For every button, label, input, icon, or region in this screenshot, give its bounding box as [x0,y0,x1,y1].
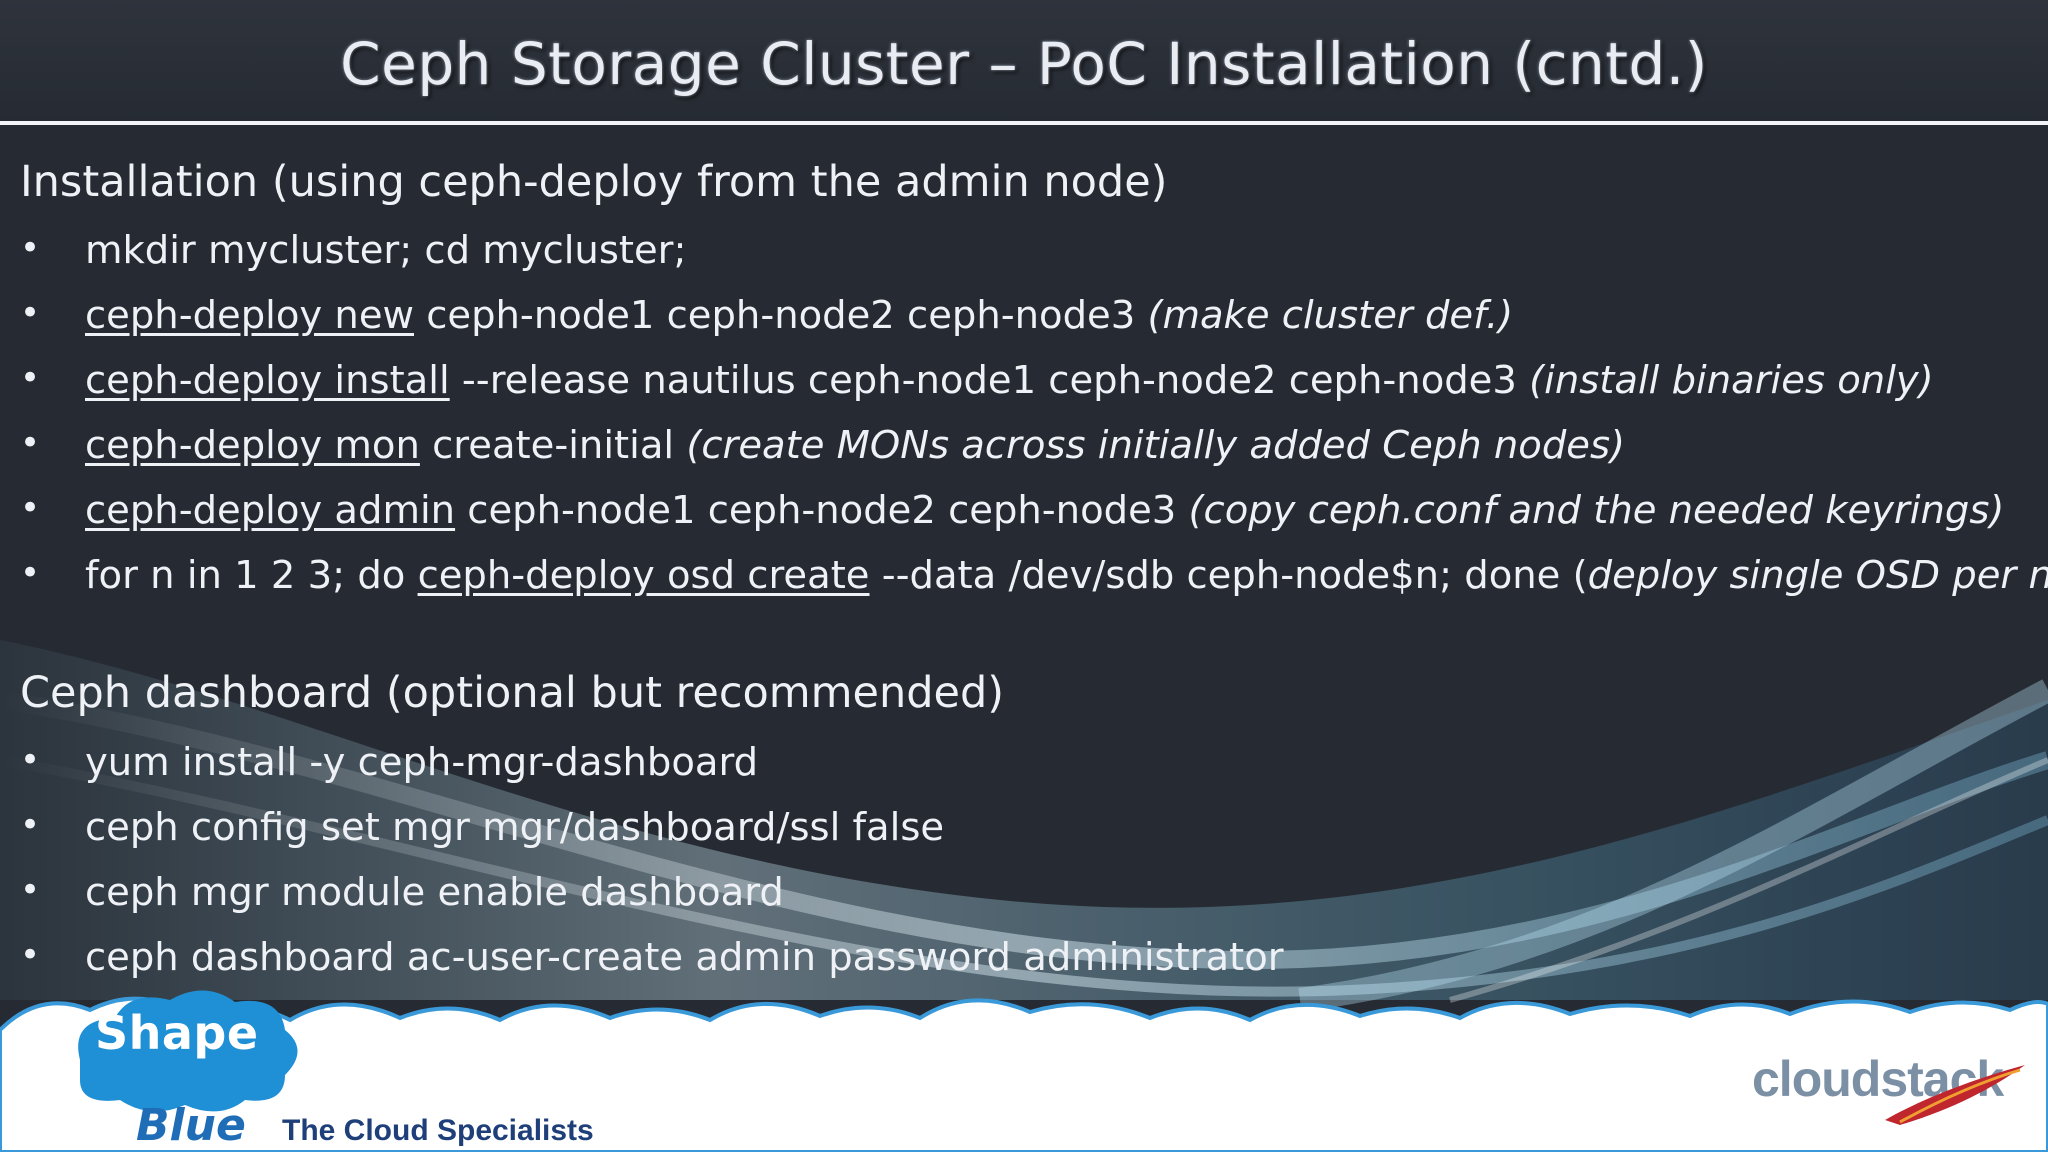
bullet-text: ceph-deploy admin ceph-node1 ceph-node2 … [85,488,2004,533]
bullet-icon: • [20,358,41,398]
bullet-text: ceph-deploy new ceph-node1 ceph-node2 ce… [85,293,1513,338]
bullet-text-segment: for n in 1 2 3; do [85,553,418,598]
bullet-text: ceph-deploy mon create-initial (create M… [85,423,1625,468]
bullet-icon: • [20,488,41,528]
bullet-icon: • [20,740,41,780]
comment-text: (make cluster def.) [1147,293,1514,338]
slide-title: Ceph Storage Cluster – PoC Installation … [340,30,1708,98]
bullet-text-segment: ceph dashboard ac-user-create admin pass… [85,935,1284,980]
bullet-icon: • [20,870,41,910]
footer-clouds [0,990,2048,1152]
comment-text: deploy single OSD per node) [1587,553,2048,598]
bullet-text: ceph mgr module enable dashboard [85,870,784,915]
bullet-text-segment: ceph config set mgr mgr/dashboard/ssl fa… [85,805,945,850]
bullet-text-segment: ceph-node1 ceph-node2 ceph-node3 [455,488,1189,533]
comment-text: (copy ceph.conf and the needed keyrings) [1188,488,2005,533]
bullet-icon: • [20,228,41,268]
bullet-text: ceph-deploy install --release nautilus c… [85,358,1934,403]
section-heading-dashboard: Ceph dashboard (optional but recommended… [20,668,1005,718]
bullet-icon: • [20,805,41,845]
bullet-icon: • [20,423,41,463]
shapeblue-logo-blue: Blue [136,1100,246,1151]
title-divider [0,121,2048,125]
comment-text: (create MONs across initially added Ceph… [686,423,1626,468]
command-text: ceph-deploy osd create [417,553,870,598]
bullet-text-segment: yum install -y ceph-mgr-dashboard [85,740,759,785]
section-heading-installation: Installation (using ceph-deploy from the… [20,157,1168,207]
bullet-text: yum install -y ceph-mgr-dashboard [85,740,758,785]
bullet-text-segment: mkdir mycluster; cd mycluster; [85,228,687,273]
bullet-text-segment: --data /dev/sdb ceph-node$n; done ( [869,553,1588,598]
bullet-text-segment: ceph-node1 ceph-node2 ceph-node3 [414,293,1148,338]
command-text: ceph-deploy admin [85,488,456,533]
bullet-text: for n in 1 2 3; do ceph-deploy osd creat… [85,553,2048,598]
command-text: ceph-deploy new [85,293,414,338]
command-text: ceph-deploy mon [85,423,420,468]
bullet-text-segment: create-initial [419,423,687,468]
bullet-text: ceph config set mgr mgr/dashboard/ssl fa… [85,805,944,850]
bullet-text-segment: --release nautilus ceph-node1 ceph-node2… [449,358,1530,403]
bullet-text-segment: ceph mgr module enable dashboard [85,870,784,915]
comment-text: (install binaries only) [1529,358,1934,403]
bullet-text: ceph dashboard ac-user-create admin pass… [85,935,1284,980]
bullet-icon: • [20,553,41,593]
command-text: ceph-deploy install [85,358,450,403]
tagline: The Cloud Specialists [282,1114,594,1147]
shapeblue-logo-shape: Shape [95,1006,259,1060]
bullet-icon: • [20,293,41,333]
title-bar [0,0,2048,122]
bullet-text: mkdir mycluster; cd mycluster; [85,228,686,273]
bullet-icon: • [20,935,41,975]
feather-icon [1885,1065,2025,1125]
